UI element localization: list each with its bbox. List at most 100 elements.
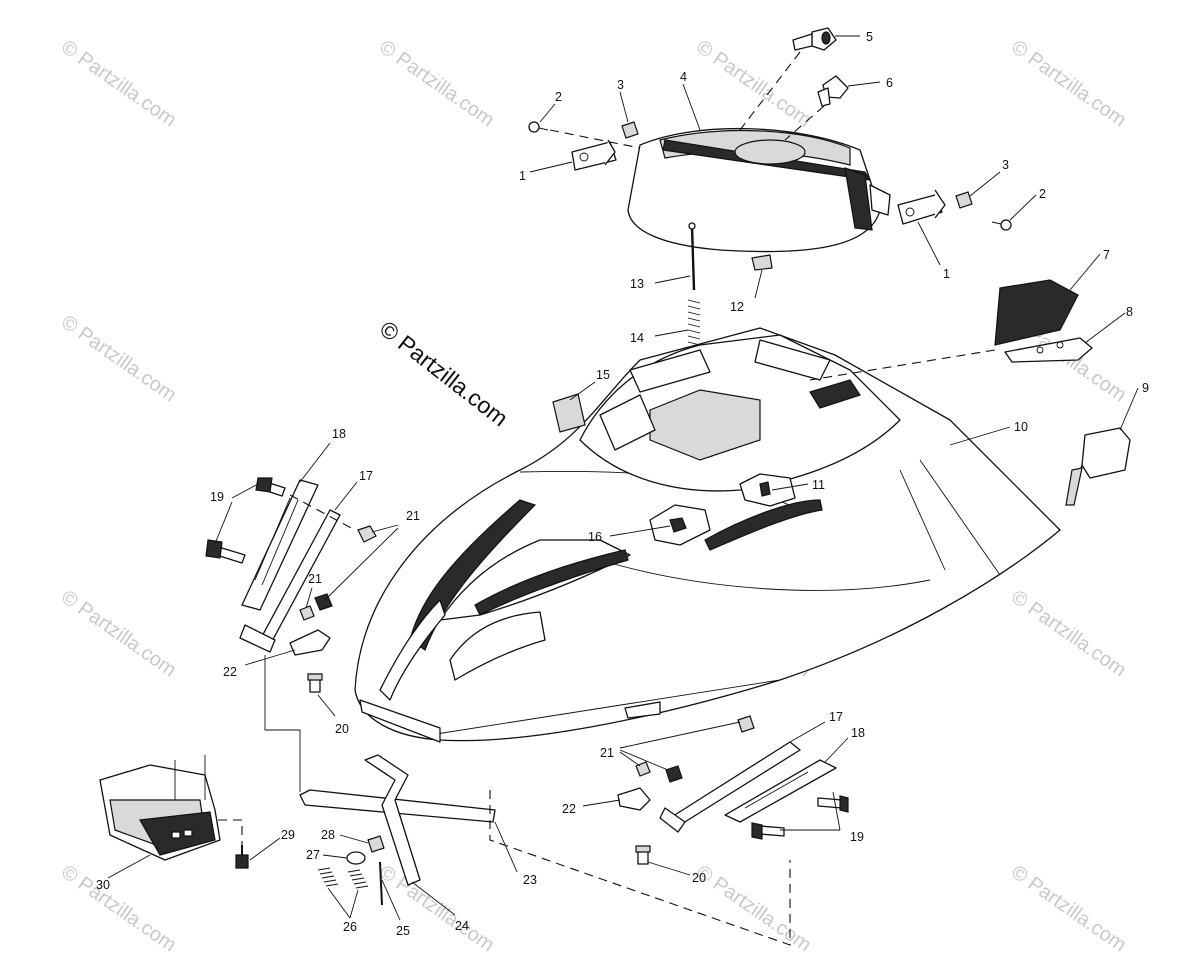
callout-c6: 6 <box>886 76 893 90</box>
right-nut-mid <box>665 765 683 783</box>
callout-c21a: 21 <box>406 509 420 523</box>
left-support-dashline <box>289 494 356 531</box>
watermark: © Partzilla.com <box>1007 36 1130 131</box>
left-headlight-nut <box>621 121 639 139</box>
mount-plate <box>1004 337 1093 363</box>
callout-c22a: 22 <box>223 665 237 679</box>
left-nut-upper <box>357 525 377 543</box>
hood <box>354 327 1061 743</box>
right-support-plate <box>724 759 837 823</box>
console-bracket <box>552 393 586 433</box>
right-headlight-bracket <box>897 189 946 225</box>
callout-c23: 23 <box>523 873 537 887</box>
left-headlight-screw <box>528 121 549 133</box>
mirror <box>1065 427 1131 506</box>
skid-plate-bolt <box>235 845 249 869</box>
headlight-assembly <box>627 127 891 253</box>
watermark: © Partzilla.com <box>692 861 815 956</box>
callout-c24: 24 <box>455 919 469 933</box>
callout-c22b: 22 <box>562 802 576 816</box>
callout-c1a: 1 <box>519 169 526 183</box>
assembly-line-left <box>264 655 301 792</box>
callout-c29: 29 <box>281 828 295 842</box>
callout-c4: 4 <box>680 70 687 84</box>
copyright-label: © Partzilla.com <box>375 315 513 431</box>
watermark: © Partzilla.com <box>692 36 815 131</box>
adjuster-screw <box>688 222 696 291</box>
bulb-high <box>792 27 837 51</box>
callout-c9: 9 <box>1142 381 1149 395</box>
callout-c5: 5 <box>866 30 873 44</box>
left-support-arm <box>239 509 341 653</box>
fastener-16 <box>669 517 687 533</box>
callout-c19b: 19 <box>850 830 864 844</box>
callout-c2b: 2 <box>1039 187 1046 201</box>
left-support-plate <box>241 479 319 611</box>
callout-c18b: 18 <box>851 726 865 740</box>
callout-c14: 14 <box>630 331 644 345</box>
left-nut-lower <box>299 605 315 621</box>
right-screw-20 <box>635 845 651 865</box>
left-support-bolt-lower <box>205 539 246 564</box>
callout-c19a: 19 <box>210 490 224 504</box>
callout-c7: 7 <box>1103 248 1110 262</box>
callout-c17a: 17 <box>359 469 373 483</box>
adjuster-spring <box>687 299 701 346</box>
watermark: © Partzilla.com <box>375 36 498 131</box>
callout-c17b: 17 <box>829 710 843 724</box>
left-headlight-bracket <box>571 139 617 171</box>
right-nut-lower <box>635 761 651 777</box>
fastener-11 <box>759 481 771 497</box>
bulb-low-dashline <box>784 105 825 141</box>
callout-c13: 13 <box>630 277 644 291</box>
callout-c21c: 21 <box>600 746 614 760</box>
right-clip <box>617 787 651 811</box>
watermark: © Partzilla.com <box>1007 861 1130 956</box>
watermark: © Partzilla.com <box>57 586 180 681</box>
side-trim <box>994 279 1079 346</box>
cross-brace <box>299 754 496 886</box>
callout-c11: 11 <box>812 478 825 492</box>
callout-c12: 12 <box>730 300 744 314</box>
callout-c8: 8 <box>1126 305 1133 319</box>
callout-c20a: 20 <box>335 722 349 736</box>
callout-c18a: 18 <box>332 427 346 441</box>
callout-c25: 25 <box>396 924 410 938</box>
headlight-reflector <box>734 139 806 165</box>
left-support-bolt-upper <box>255 477 286 497</box>
callout-c3a: 3 <box>617 78 624 92</box>
assembly-line-right <box>489 790 791 946</box>
watermark: © Partzilla.com <box>57 311 180 406</box>
adjuster-clip <box>751 254 773 271</box>
callout-c2a: 2 <box>555 90 562 104</box>
watermark: © Partzilla.com <box>375 861 498 956</box>
pin-25 <box>379 861 383 906</box>
watermark: © Partzilla.com <box>57 36 180 131</box>
latch-28 <box>367 835 385 853</box>
callout-labels: 1234563217891011121314151617181921212220… <box>96 30 1149 938</box>
right-support-arm <box>659 741 801 833</box>
washer-27 <box>346 851 366 865</box>
right-headlight-nut <box>955 191 973 209</box>
callout-c15: 15 <box>596 368 610 382</box>
callout-c30: 30 <box>96 878 110 892</box>
callout-c1b: 1 <box>943 267 950 281</box>
left-nut-side <box>314 593 333 611</box>
skid-plate-dashline <box>218 819 243 845</box>
right-nut-upper <box>737 715 755 733</box>
callout-c3b: 3 <box>1002 158 1009 172</box>
callout-c26: 26 <box>343 920 357 934</box>
bulb-low <box>817 75 849 107</box>
callout-c20b: 20 <box>692 871 706 885</box>
left-screw-20 <box>307 673 323 693</box>
callout-c10: 10 <box>1014 420 1028 434</box>
right-headlight-screw <box>991 219 1012 231</box>
mount-dashline <box>809 349 996 381</box>
skid-plate <box>99 755 221 861</box>
spring-26 <box>317 867 369 889</box>
watermark: © Partzilla.com <box>1007 586 1130 681</box>
bulb-high-dashline <box>739 51 801 131</box>
callout-c28: 28 <box>321 828 335 842</box>
callout-c21b: 21 <box>308 572 322 586</box>
